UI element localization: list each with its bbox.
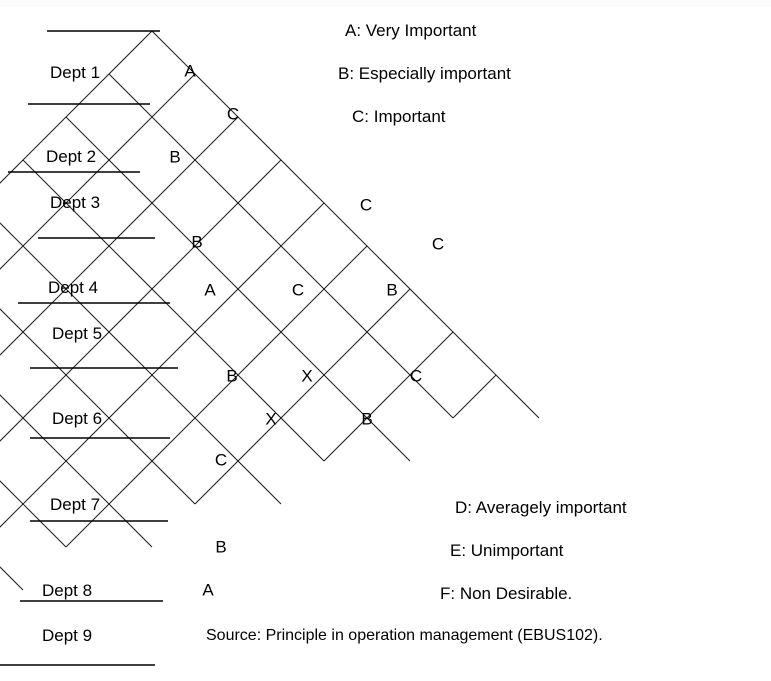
cell-letter-12: X (265, 409, 276, 428)
legend-top-0: A: Very Important (345, 21, 477, 40)
dept-label-3: Dept 3 (50, 193, 101, 212)
source-note: Source: Principle in operation managemen… (206, 627, 603, 644)
legend-bottom-2: F: Non Desirable. (440, 584, 573, 603)
legend-top-2: C: Important (352, 107, 446, 126)
dept-label-4: Dept 4 (48, 278, 99, 297)
relationship-letters: A C B C B C A C B B X C X B C B A (169, 61, 444, 599)
legend-bottom-1: E: Unimportant (450, 541, 564, 560)
cell-letter-7: C (292, 280, 304, 299)
dept-label-5: Dept 5 (52, 324, 103, 343)
cell-letter-16: A (202, 580, 214, 599)
dept-label-8: Dept 8 (42, 581, 93, 600)
cell-letter-10: X (301, 366, 312, 385)
cell-letter-11: C (410, 366, 422, 385)
legend-bottom-0: D: Averagely important (455, 498, 627, 517)
department-rule-lines (0, 30, 178, 666)
cell-letter-14: C (215, 450, 227, 469)
dept-label-7: Dept 7 (50, 495, 101, 514)
cell-letter-3: C (360, 195, 372, 214)
cell-letter-4: B (191, 232, 202, 251)
cell-letter-8: B (386, 280, 397, 299)
lattice-grid-lines (0, 30, 540, 591)
cell-letter-15: B (215, 537, 226, 556)
dept-label-6: Dept 6 (52, 409, 103, 428)
dept-label-2: Dept 2 (46, 147, 97, 166)
cell-letter-0: A (184, 61, 196, 80)
dept-label-1: Dept 1 (50, 63, 101, 82)
top-edge-artifact (0, 0, 771, 7)
cell-letter-6: A (204, 280, 216, 299)
cell-letter-5: C (432, 234, 444, 253)
legend-top-1: B: Especially important (338, 64, 511, 83)
cell-letter-1: C (227, 104, 239, 123)
cell-letter-9: B (226, 366, 237, 385)
dept-label-9: Dept 9 (42, 626, 93, 645)
cell-letter-13: B (361, 409, 372, 428)
cell-letter-2: B (169, 147, 180, 166)
